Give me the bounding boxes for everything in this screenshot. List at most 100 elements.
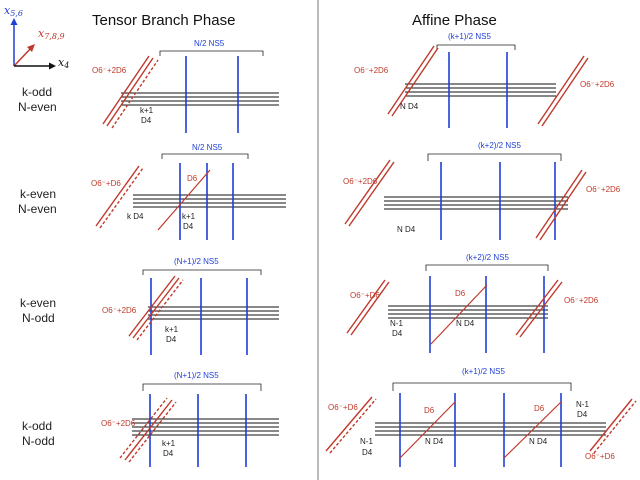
o6-plane [541,57,589,127]
o6-plane [102,55,150,125]
row-4-label-n: N-odd [22,434,55,448]
o6-plane-dashed [119,397,168,459]
ns5-bracket [159,50,264,56]
d4-count-label: N D4 [397,225,416,234]
o6-plane-dashed [99,167,144,229]
row-3-label-k: k-even [20,296,56,310]
d6-brane [430,284,488,345]
d4-count-label: k+1 [162,439,176,448]
ns5-bracket [142,269,262,275]
row-3-affine-diagram: (k+2)/2 NS5 O6⁻+D6 O6⁻+2D6 D6 N-1 D4 N D… [346,253,599,353]
o6-left-label: O6⁻+D6 [350,291,380,300]
o6-plane [128,275,176,337]
axis-diagonal-arrowhead [27,44,35,52]
d6-label: D6 [534,404,545,413]
o6-right-label: O6⁻+2D6 [564,296,599,305]
o6-label: O6⁻+2D6 [101,419,136,428]
o6-plane [387,45,435,115]
ns5-label: (N+1)/2 NS5 [174,371,219,380]
ns5-bracket [436,44,516,50]
o6-plane [344,159,391,225]
d4-stack [133,194,286,208]
row-1-affine-diagram: (k+1)/2 NS5 O6⁻+2D6 O6⁻+2D6 N D4 [354,32,615,128]
d4-count-label: N D4 [400,102,419,111]
ns5-bracket [161,153,249,159]
d6-brane [503,401,562,459]
d4-count-label: k+1 [182,212,196,221]
ns5-bracket [425,264,549,271]
d4-count-label: N D4 [425,437,444,446]
d4-count-label: D4 [141,116,152,125]
o6-plane [537,55,585,125]
o6-plane [391,47,439,117]
o6-left-label: O6⁻+2D6 [354,66,389,75]
o6-plane [95,165,140,227]
ns5-bracket [142,383,262,391]
row-2-label-k: k-even [20,187,56,201]
ns5-bracket [427,153,562,161]
o6-label: O6⁻+2D6 [102,306,137,315]
d4-right-count: N-1 [576,400,589,409]
o6-right-label: O6⁻+2D6 [580,80,615,89]
o6-plane-dashed [128,401,177,463]
o6-left-label: O6⁻+D6 [328,403,358,412]
o6-plane [515,279,559,336]
o6-label: O6⁻+2D6 [92,66,127,75]
row-1-label-k: k-odd [22,85,52,99]
d4-count-label: N D4 [456,319,475,328]
o6-plane-dashed [136,279,184,341]
row-4-affine-diagram: (k+1)/2 NS5 O6⁻+D6 O6⁻+D6 D6 D6 N-1 D4 N… [325,367,637,467]
d4-stack [132,418,279,436]
heading-affine: Affine Phase [412,12,497,29]
o6-plane [132,277,180,339]
row-3-tensor-diagram: (N+1)/2 NS5 O6⁻+2D6 k+1 D4 [102,257,279,355]
o6-right-label: O6⁻+2D6 [586,185,621,194]
d4-left-count: N-1 [390,319,403,328]
d4-left-count: D4 [392,329,403,338]
d6-label: D6 [424,406,435,415]
d6-brane [399,401,456,459]
ns5-label: N/2 NS5 [194,39,225,48]
o6-left-label: O6⁻+2D6 [343,177,378,186]
axis-horizontal-label: x4 [58,56,69,70]
o6-plane [519,281,563,338]
d4-count-label: D4 [166,335,177,344]
ns5-bracket [392,382,572,391]
axis-horizontal-arrowhead [49,62,56,70]
o6-plane-dashed [111,59,159,129]
axis-vertical-arrowhead [10,18,18,25]
o6-plane [589,398,633,452]
d4-left-count: N-1 [360,437,373,446]
o6-plane [106,57,154,127]
o6-plane [346,279,386,334]
o6-plane [535,169,583,239]
d4-stack [148,306,279,320]
axis-diagonal-label: x7,8,9 [38,27,65,41]
o6-plane [350,281,390,336]
d4-stack [388,305,548,319]
row-1-label-n: N-even [18,100,57,114]
row-2-label-n: N-even [18,202,57,216]
d4-left-count: D4 [362,448,373,457]
d4-stack [375,422,606,436]
d4-stack [121,92,279,106]
o6-plane [325,396,373,452]
row-2-affine-diagram: (k+2)/2 NS5 O6⁻+2D6 O6⁻+2D6 N D4 [343,141,621,241]
row-4-label-k: k-odd [22,419,52,433]
o6-plane-dashed [593,400,637,454]
row-3-label-n: N-odd [22,311,55,325]
ns5-label: N/2 NS5 [192,143,223,152]
d6-label: D6 [187,174,198,183]
o6-plane [348,161,395,227]
row-2-tensor-diagram: N/2 NS5 O6⁻+D6 D6 k D4 k+1 D4 [91,143,286,240]
o6-right-label: O6⁻+D6 [585,452,615,461]
d4-count-label: N D4 [529,437,548,446]
d4-count-label: k+1 [140,106,154,115]
d4-stack [384,196,568,210]
d4-stack [405,83,556,97]
d6-brane [157,169,211,231]
axis-diagonal-arrow [13,46,33,67]
ns5-label: (k+2)/2 NS5 [466,253,509,262]
o6-plane-dashed [329,398,377,454]
